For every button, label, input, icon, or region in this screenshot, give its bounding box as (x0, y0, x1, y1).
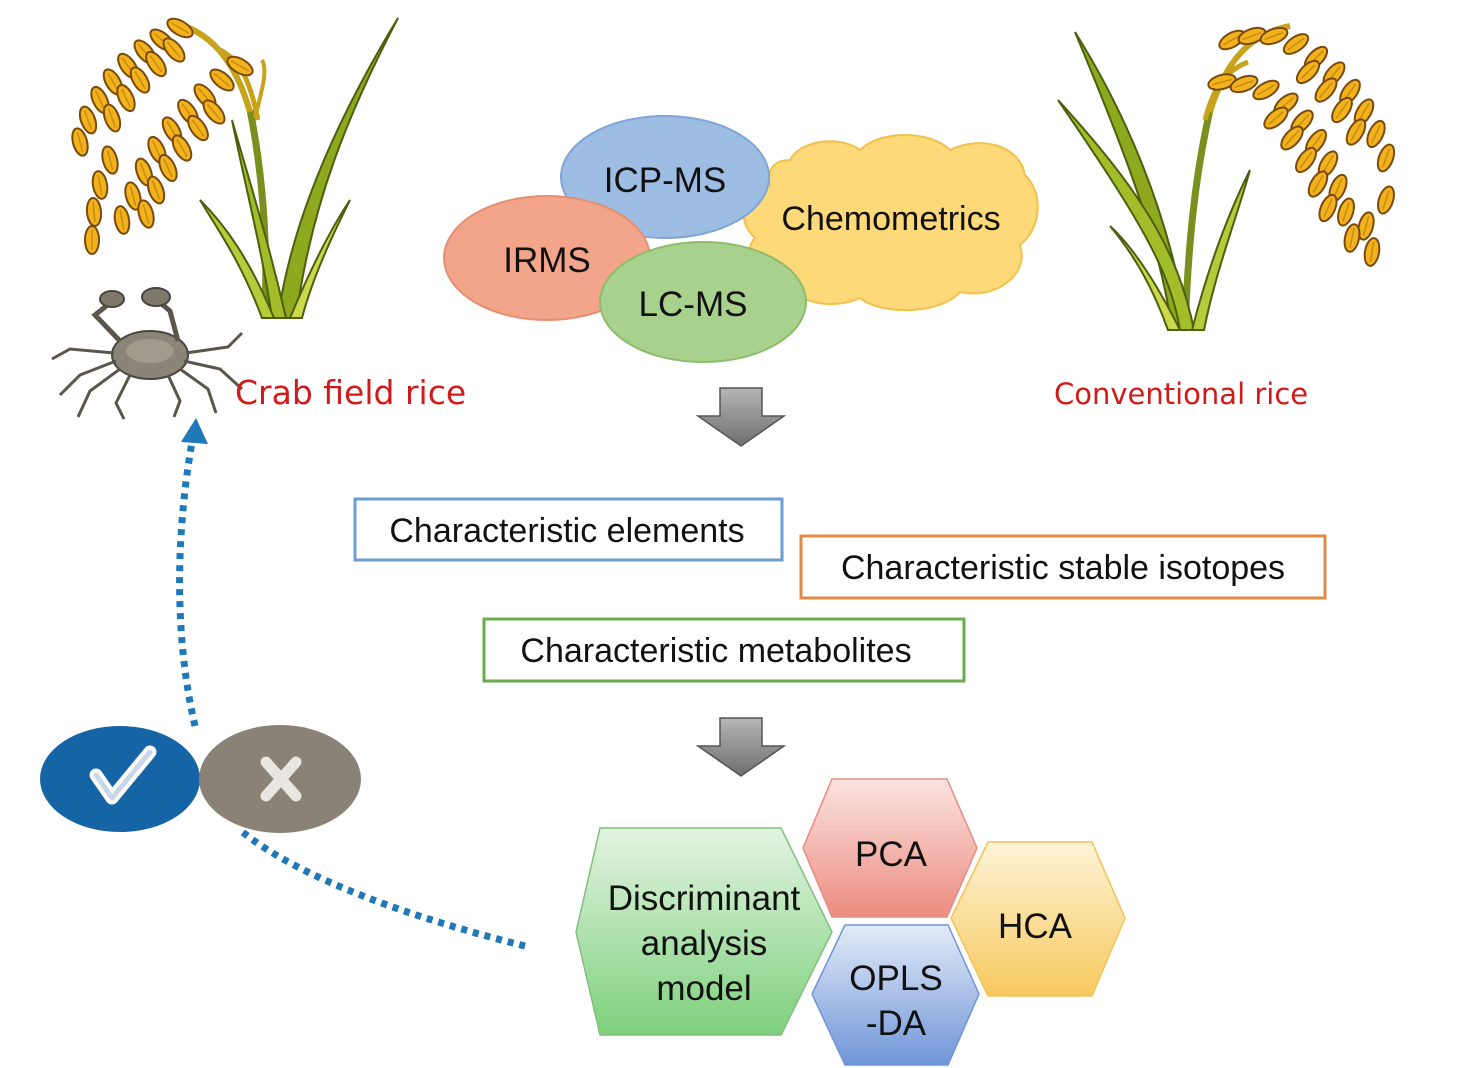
characteristic-elements-label: Characteristic elements (389, 512, 744, 550)
arrowhead-icon (181, 418, 208, 444)
cross-icon (260, 756, 302, 802)
cross-badge (199, 725, 361, 833)
characteristic-metabolites-box: Characteristic metabolites (482, 617, 966, 683)
crab-icon (51, 287, 244, 420)
check-badge (40, 726, 200, 832)
crab-field-rice-label: Crab field rice (235, 373, 466, 412)
discriminant-line-2: analysis (641, 924, 767, 963)
characteristic-isotopes-label: Characteristic stable isotopes (841, 549, 1285, 587)
lc-ms-label: LC-MS (639, 285, 748, 324)
opls-da-line-1: OPLS (849, 959, 942, 998)
irms-label: IRMS (503, 241, 591, 280)
rice-plant-right-icon (1057, 23, 1399, 331)
pca-hexagon: PCA (802, 778, 978, 918)
opls-da-hexagon: OPLS -DA (811, 924, 980, 1066)
lc-ms-ellipse: LC-MS (599, 241, 807, 363)
chemometrics-cloud: Chemometrics (742, 134, 1039, 312)
characteristic-isotopes-box: Characteristic stable isotopes (799, 534, 1327, 600)
down-arrow-icon (695, 387, 787, 447)
characteristic-elements-box: Characteristic elements (353, 497, 784, 562)
rice-plant-left-icon (68, 13, 399, 319)
icp-ms-ellipse: ICP-MS (560, 115, 770, 239)
dotted-arrow-to-crab-rice (176, 441, 199, 727)
discriminant-line-3: model (656, 969, 751, 1008)
discriminant-model-hexagon: Discriminant analysis model (575, 827, 833, 1036)
characteristic-metabolites-label: Characteristic metabolites (520, 632, 911, 670)
opls-da-line-2: -DA (866, 1004, 927, 1043)
irms-ellipse: IRMS (443, 195, 651, 321)
icp-ms-label: ICP-MS (604, 161, 727, 200)
dotted-arrow-to-result (237, 827, 526, 950)
hca-label: HCA (998, 907, 1073, 946)
hca-hexagon: HCA (950, 841, 1126, 997)
conventional-rice-label: Conventional rice (1054, 377, 1308, 411)
chemometrics-label: Chemometrics (781, 200, 1000, 238)
pca-label: PCA (855, 835, 928, 874)
discriminant-line-1: Discriminant (608, 879, 801, 918)
down-arrow-icon (695, 717, 787, 777)
